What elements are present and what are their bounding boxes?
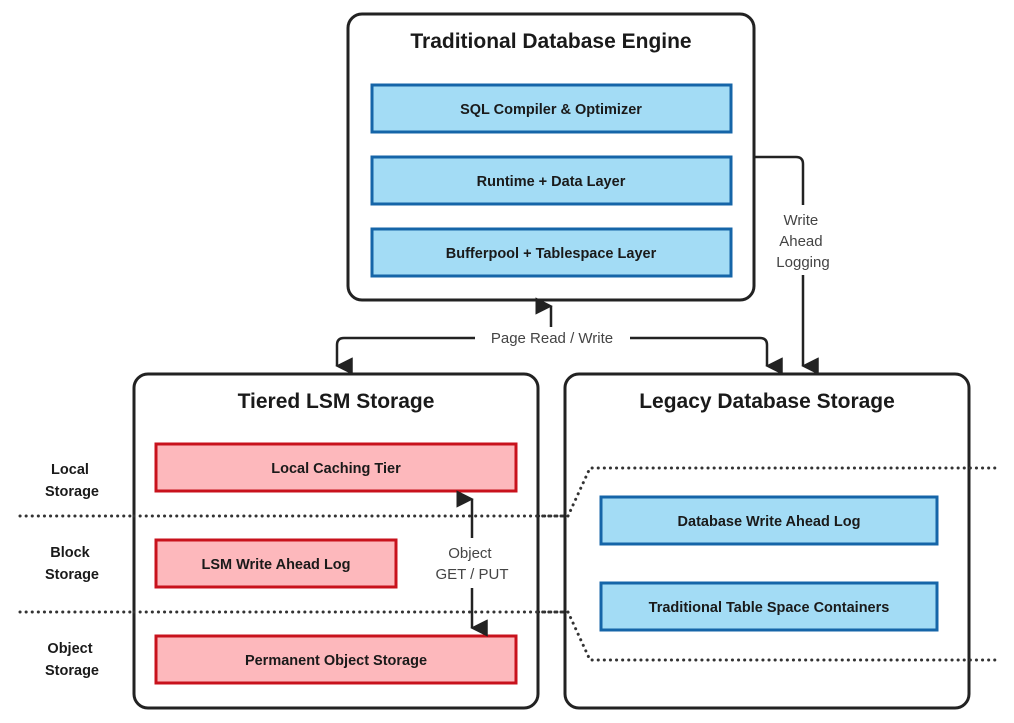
engine-layer-bufferpool[interactable]: Bufferpool + Tablespace Layer [370,227,733,278]
page-read-write-right-arrow [630,336,783,375]
tiered-title: Tiered LSM Storage [238,390,435,413]
engine-layer-box [370,227,733,278]
page-read-write-label: Page Read / Write [491,330,613,347]
engine-layer-label: Runtime + Data Layer [477,174,626,190]
tier-label-block: Block Storage [45,545,99,583]
legacy-box-label: Database Write Ahead Log [678,514,861,530]
legacy-title: Legacy Database Storage [639,390,895,413]
engine-layer-runtime[interactable]: Runtime + Data Layer [370,155,733,206]
page-read-write-left-arrow [335,336,475,375]
engine-layer-sql[interactable]: SQL Compiler & Optimizer [370,83,733,134]
permanent-object-storage[interactable]: Permanent Object Storage [154,634,518,685]
tiered-box-label: Local Caching Tier [271,461,401,477]
legacy-box [599,581,939,632]
tier-label-local: Local Storage [45,462,99,500]
tiered-box-label: Permanent Object Storage [245,653,427,669]
engine-layer-label: Bufferpool + Tablespace Layer [446,246,657,262]
tiered-box [154,634,518,685]
tiered-box [154,538,398,589]
engine-layer-label: SQL Compiler & Optimizer [460,102,642,118]
local-caching-tier[interactable]: Local Caching Tier [154,442,518,493]
tier-label-object: Object Storage [45,641,99,679]
engine-title: Traditional Database Engine [410,30,691,53]
engine-layer-box [370,83,733,134]
table-space-containers[interactable]: Traditional Table Space Containers [599,581,939,632]
database-write-ahead-log[interactable]: Database Write Ahead Log [599,495,939,546]
write-ahead-logging-label: Write Ahead Logging [776,212,829,271]
legacy-tier-bracket-top [566,466,1002,518]
tiered-box [154,442,518,493]
wal-connector-top [755,155,805,205]
tiered-box-label: LSM Write Ahead Log [201,557,350,573]
legacy-tier-bracket-bottom [566,610,1002,662]
legacy-box [599,495,939,546]
engine-layer-box [370,155,733,206]
object-get-put-label: Object GET / PUT [435,545,508,583]
legacy-box-label: Traditional Table Space Containers [649,600,890,616]
lsm-write-ahead-log[interactable]: LSM Write Ahead Log [154,538,398,589]
